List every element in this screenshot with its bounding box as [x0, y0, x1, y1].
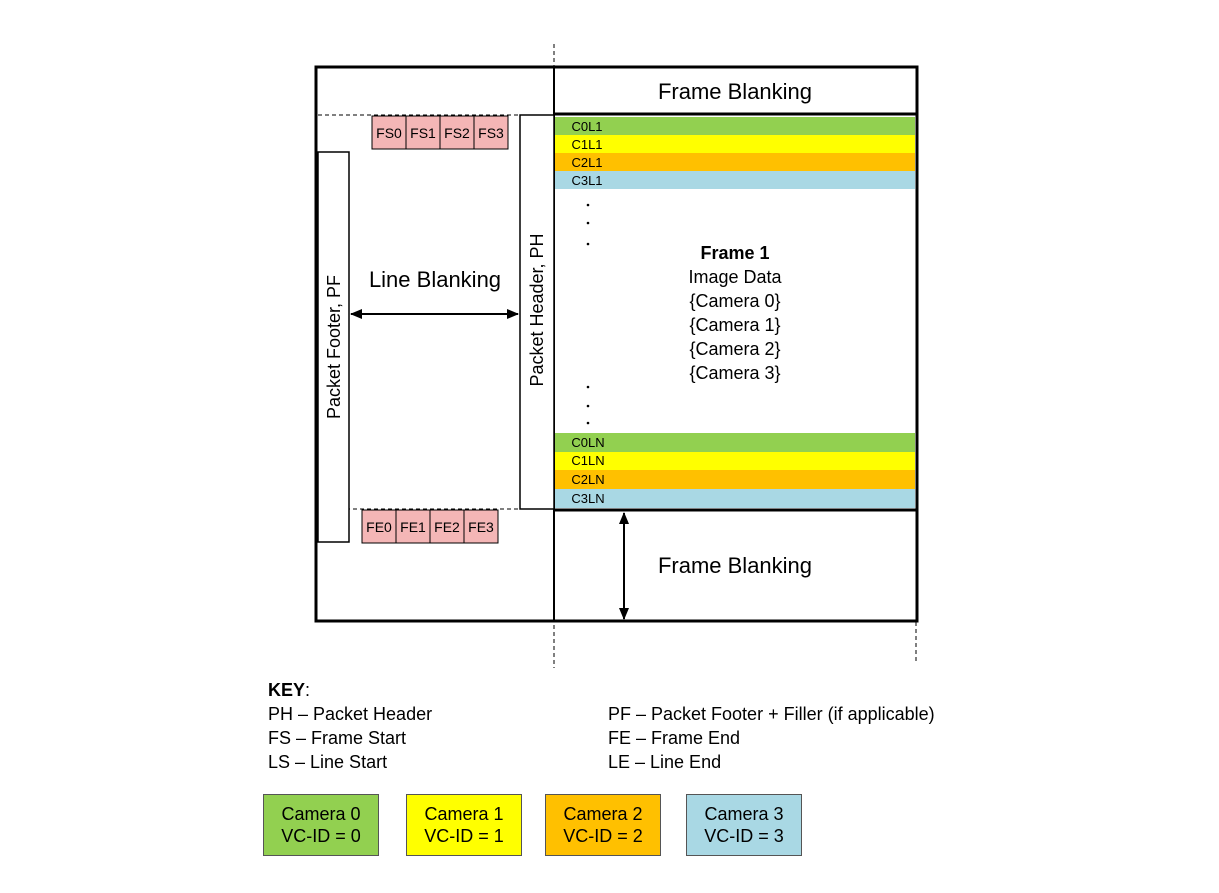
- fs-cell: [405, 115, 441, 150]
- frame-blanking-bottom-label: Frame Blanking: [658, 553, 812, 578]
- line-stripe-c1: [555, 452, 915, 470]
- camera-swatch-3: Camera 3 VC-ID = 3: [686, 794, 802, 856]
- line-stripe-c0: [555, 117, 915, 135]
- key-title: KEY: [268, 680, 306, 700]
- key-entry: PH – Packet Header: [268, 704, 433, 724]
- line-stripe-c2: [555, 153, 915, 171]
- line-stripe-label: C3L1: [571, 173, 602, 188]
- frame-start-cells: FS0 FS1 FS2 FS3: [371, 115, 509, 150]
- fe-cell: [395, 509, 431, 544]
- fe-cell-label: FE0: [366, 519, 392, 535]
- fe-cell-label: FE1: [400, 519, 426, 535]
- camera-swatch-2: Camera 2 VC-ID = 2: [545, 794, 661, 856]
- fs-cell-label: FS1: [410, 125, 436, 141]
- key-entry: LE – Line End: [608, 752, 722, 772]
- line-stripe-c2: [555, 470, 915, 489]
- line-stripe-c0: [555, 433, 915, 452]
- fe-cell: [463, 509, 499, 544]
- camera-vc-id: VC-ID = 1: [424, 826, 504, 846]
- line-stripe-label: C0LN: [571, 435, 604, 450]
- packet-header-bar: [519, 114, 555, 510]
- line-blanking-label: Line Blanking: [369, 267, 501, 292]
- line-stripe-label: C1L1: [571, 137, 602, 152]
- fe-cell-label: FE2: [434, 519, 460, 535]
- camera-name: Camera 0: [281, 804, 361, 824]
- fs-cell: [439, 115, 475, 150]
- frame-end-cells: FE0 FE1 FE2 FE3: [361, 509, 499, 544]
- line-stripe-label: C2LN: [571, 472, 604, 487]
- camera-swatch-0: Camera 0 VC-ID = 0: [263, 794, 379, 856]
- key-title-row: KEY:: [268, 680, 311, 700]
- camera-swatch-1: Camera 1 VC-ID = 1: [406, 794, 522, 856]
- key-entry: PF – Packet Footer + Filler (if applicab…: [608, 704, 935, 724]
- frame-blanking-top-label: Frame Blanking: [658, 79, 812, 104]
- key-entry: LS – Line Start: [268, 752, 388, 772]
- fs-cell-label: FS0: [376, 125, 402, 141]
- key-entry: FS – Frame Start: [268, 728, 407, 748]
- outer-frame-box: [314, 65, 919, 623]
- fs-cell-label: FS2: [444, 125, 470, 141]
- continuation-dots: [586, 203, 590, 425]
- camera-vc-id: VC-ID = 0: [281, 826, 361, 846]
- camera-name: Camera 1: [424, 804, 504, 824]
- frame-title: Frame 1: [700, 243, 769, 263]
- camera-name: Camera 3: [704, 804, 784, 824]
- line-stripe-label: C1LN: [571, 453, 604, 468]
- packet-footer-bar: [317, 151, 350, 543]
- packet-header-label: Packet Header, PH: [527, 233, 547, 386]
- line-stripe-c3: [555, 171, 915, 189]
- camera-vc-id: VC-ID = 3: [704, 826, 784, 846]
- frame-text-line: {Camera 3}: [689, 363, 780, 383]
- line-stripe-label: C2L1: [571, 155, 602, 170]
- key-section-right: PF – Packet Footer + Filler (if applicab…: [608, 702, 935, 774]
- frame-text-line: {Camera 2}: [689, 339, 780, 359]
- line-stripe-c1: [555, 135, 915, 153]
- line-stripe-c3: [555, 489, 915, 508]
- key-section: KEY: PH – Packet Header FS – Frame Start…: [268, 678, 432, 774]
- line-stripe-label: C3LN: [571, 491, 604, 506]
- frame-text-line: {Camera 0}: [689, 291, 780, 311]
- fs-cell-label: FS3: [478, 125, 504, 141]
- frame-text-line: Image Data: [688, 267, 782, 287]
- line-stripe-label: C0L1: [571, 119, 602, 134]
- key-entry: FE – Frame End: [608, 728, 741, 748]
- frame-text-line: {Camera 1}: [689, 315, 780, 335]
- first-line-stripes: C0L1 C1L1 C2L1 C3L1: [555, 117, 915, 189]
- last-line-stripes: C0LN C1LN C2LN C3LN: [555, 433, 915, 508]
- fs-cell: [371, 115, 407, 150]
- fe-cell-label: FE3: [468, 519, 494, 535]
- camera-vc-id: VC-ID = 2: [563, 826, 643, 846]
- camera-name: Camera 2: [563, 804, 643, 824]
- packet-footer-label: Packet Footer, PF: [324, 275, 344, 419]
- fe-cell: [429, 509, 465, 544]
- fe-cell: [361, 509, 397, 544]
- fs-cell: [473, 115, 509, 150]
